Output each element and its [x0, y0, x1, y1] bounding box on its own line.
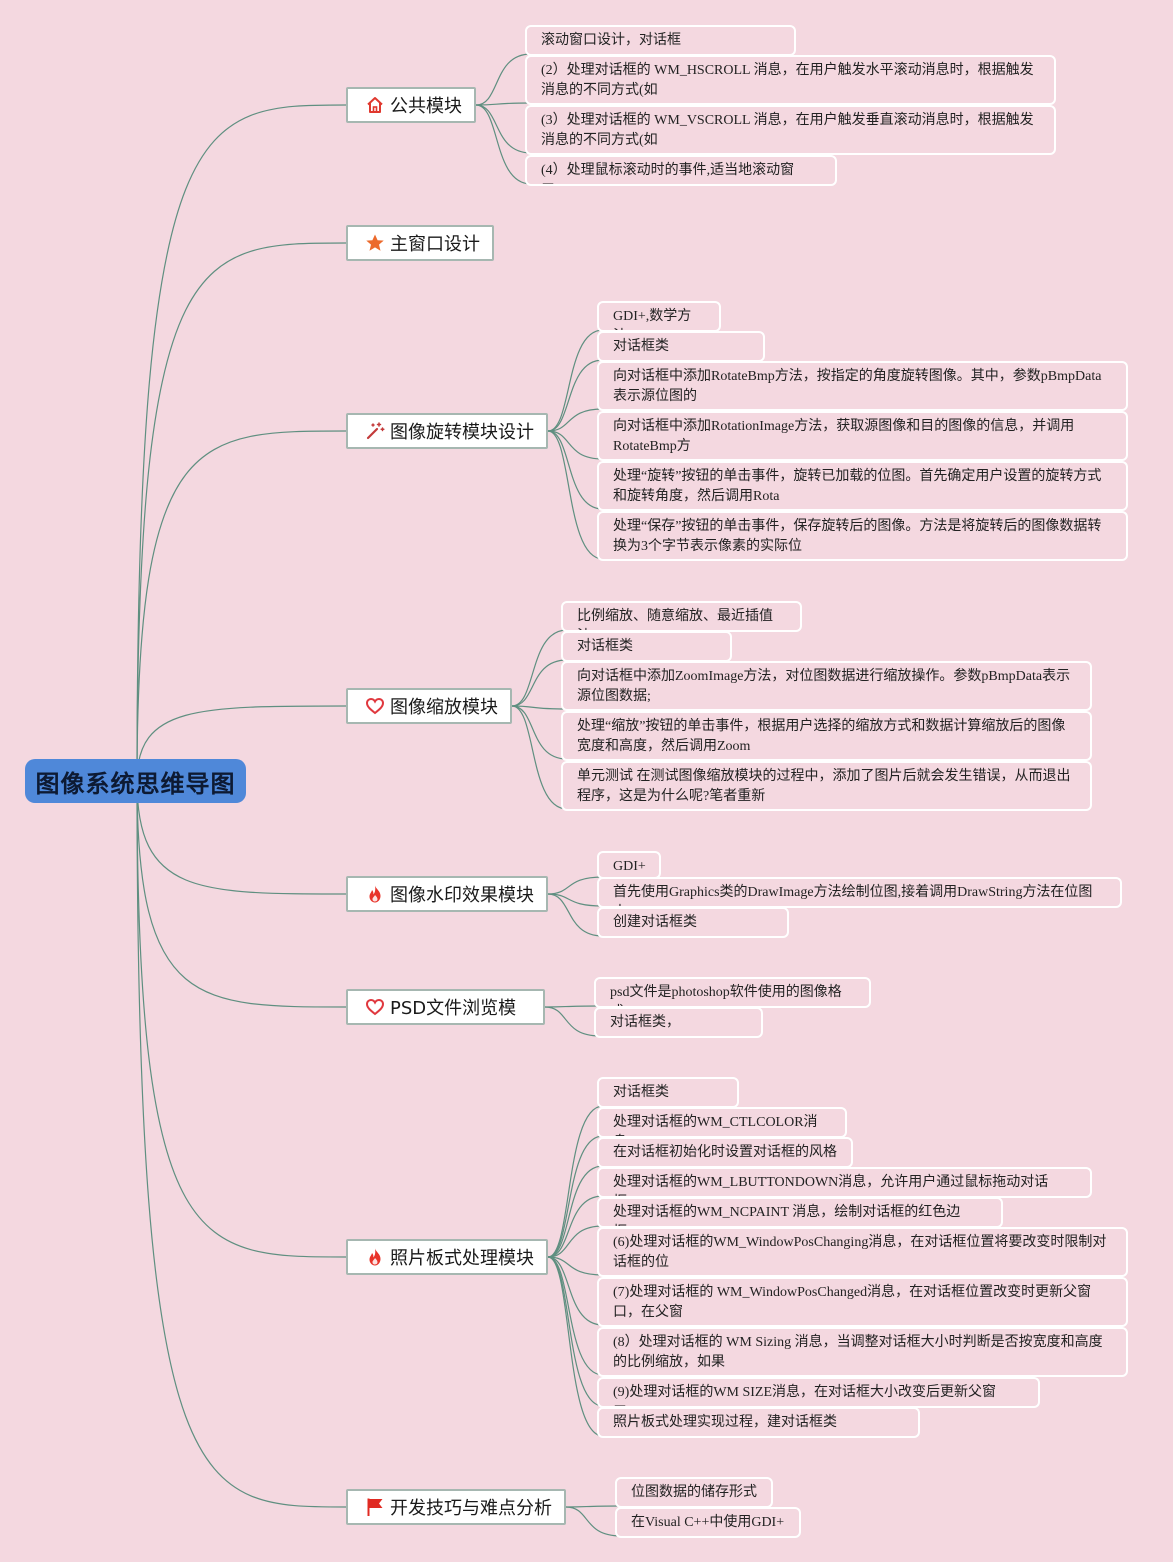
- root-branch-connector: [136, 705, 347, 782]
- flame-icon: [364, 1246, 386, 1268]
- leaf-topic[interactable]: (4）处理鼠标滚动时的事件,适当地滚动窗口。: [525, 155, 837, 186]
- root-branch-connector: [136, 104, 347, 782]
- heart-icon: [364, 996, 386, 1018]
- root-topic[interactable]: 图像系统思维导图: [25, 759, 246, 803]
- flag-icon: [364, 1496, 386, 1518]
- branch-label: PSD文件浏览模: [390, 998, 517, 1019]
- branch-leaf-connector: [475, 104, 532, 185]
- root-branch-connector: [136, 780, 347, 1258]
- leaf-topic[interactable]: (6)处理对话框的WM_WindowPosChanging消息，在对话框位置将要…: [597, 1227, 1128, 1277]
- branch-leaf-connector: [547, 876, 604, 895]
- branch-leaf-connector: [475, 53, 532, 106]
- branch-leaf-connector: [547, 1135, 604, 1258]
- leaf-topic[interactable]: 滚动窗口设计，对话框CImageContainer: [525, 25, 796, 56]
- branch-leaf-connector: [547, 1256, 604, 1276]
- branch-topic[interactable]: 公共模块: [346, 87, 476, 123]
- branch-leaf-connector: [547, 893, 604, 907]
- root-branch-connector: [136, 780, 347, 895]
- leaf-topic[interactable]: 向对话框中添加RotationImage方法，获取源图像和目的图像的信息，并调用…: [597, 411, 1128, 461]
- branch-leaf-connector: [475, 102, 532, 106]
- leaf-topic[interactable]: (3）处理对话框的 WM_VSCROLL 消息，在用户触发垂直滚动消息时，根据触…: [525, 105, 1056, 155]
- leaf-topic[interactable]: 在Visual C++中使用GDI+: [615, 1507, 801, 1538]
- leaf-topic[interactable]: 处理对话框的WM_LBUTTONDOWN消息，允许用户通过鼠标拖动对话框。: [597, 1167, 1092, 1198]
- leaf-topic[interactable]: 照片板式处理实现过程，建对话框类CPsdBrown: [597, 1407, 920, 1438]
- branch-leaf-connector: [544, 1005, 601, 1008]
- leaf-topic[interactable]: 在对话框初始化时设置对话框的风格: [597, 1137, 853, 1168]
- branch-leaf-connector: [547, 1105, 604, 1258]
- branch-label: 图像缩放模块: [390, 697, 498, 718]
- branch-leaf-connector: [511, 705, 568, 760]
- branch-topic[interactable]: 图像水印效果模块: [346, 876, 548, 912]
- branch-leaf-connector: [547, 329, 604, 432]
- branch-leaf-connector: [547, 430, 604, 560]
- leaf-topic[interactable]: (8）处理对话框的 WM Sizing 消息，当调整对话框大小时判断是否按宽度和…: [597, 1327, 1128, 1377]
- leaf-topic[interactable]: GDI+,数学方法: [597, 301, 721, 332]
- leaf-topic[interactable]: 处理“缩放”按钮的单击事件，根据用户选择的缩放方式和数据计算缩放后的图像宽度和高…: [561, 711, 1092, 761]
- leaf-topic[interactable]: 比例缩放、随意缩放、最近插值法: [561, 601, 802, 632]
- house-icon: [364, 94, 386, 116]
- branch-leaf-connector: [547, 1195, 604, 1258]
- branch-label: 图像旋转模块设计: [390, 422, 534, 443]
- leaf-topic[interactable]: 向对话框中添加ZoomImage方法，对位图数据进行缩放操作。参数pBmpDat…: [561, 661, 1092, 711]
- leaf-topic[interactable]: 处理对话框的WM_NCPAINT 消息，绘制对话框的红色边框。: [597, 1197, 1003, 1228]
- root-branch-connector: [136, 430, 347, 782]
- flame-icon: [364, 883, 386, 905]
- root-branch-connector: [136, 242, 347, 782]
- branch-label: 照片板式处理模块: [390, 1248, 534, 1269]
- branch-leaf-connector: [511, 629, 568, 707]
- leaf-topic[interactable]: 对话框类CRotateImage: [597, 331, 765, 362]
- branch-topic[interactable]: 照片板式处理模块: [346, 1239, 548, 1275]
- branch-leaf-connector: [511, 705, 568, 810]
- branch-leaf-connector: [547, 359, 604, 432]
- branch-leaf-connector: [547, 1165, 604, 1258]
- leaf-topic[interactable]: 首先使用Graphics类的DrawImage方法绘制位图,接着调用DrawSt…: [597, 877, 1122, 908]
- branch-label: 图像水印效果模块: [390, 885, 534, 906]
- leaf-topic[interactable]: 对话框类，CPsdBrown: [594, 1007, 763, 1038]
- branch-leaf-connector: [565, 1505, 622, 1508]
- branch-leaf-connector: [547, 430, 604, 460]
- leaf-topic[interactable]: 处理“保存”按钮的单击事件，保存旋转后的图像。方法是将旋转后的图像数据转换为3个…: [597, 511, 1128, 561]
- leaf-topic[interactable]: 处理“旋转”按钮的单击事件，旋转已加载的位图。首先确定用户设置的旋转方式和旋转角…: [597, 461, 1128, 511]
- star-icon: [364, 232, 386, 254]
- leaf-topic[interactable]: (2）处理对话框的 WM_HSCROLL 消息，在用户触发水平滚动消息时，根据触…: [525, 55, 1056, 105]
- branch-topic[interactable]: PSD文件浏览模: [346, 989, 545, 1025]
- branch-leaf-connector: [547, 430, 604, 510]
- branch-leaf-connector: [547, 1256, 604, 1437]
- branch-leaf-connector: [475, 104, 532, 154]
- leaf-topic[interactable]: psd文件是photoshop软件使用的图像格式: [594, 977, 871, 1008]
- branch-topic[interactable]: 开发技巧与难点分析: [346, 1489, 566, 1525]
- branch-topic[interactable]: 图像旋转模块设计: [346, 413, 548, 449]
- branch-leaf-connector: [511, 705, 568, 710]
- branch-topic[interactable]: 图像缩放模块: [346, 688, 512, 724]
- branch-leaf-connector: [544, 1006, 601, 1037]
- leaf-topic[interactable]: 对话框类CStretchImage: [561, 631, 732, 662]
- leaf-topic[interactable]: 位图数据的储存形式: [615, 1477, 773, 1508]
- root-branch-connector: [136, 780, 347, 1508]
- leaf-topic[interactable]: 对话框类CClipDlg: [597, 1077, 739, 1108]
- leaf-topic[interactable]: 创建对话框类CImageWater: [597, 907, 789, 938]
- branch-leaf-connector: [511, 659, 568, 707]
- root-branch-connector: [136, 780, 347, 1008]
- leaf-topic[interactable]: 单元测试 在测试图像缩放模块的过程中，添加了图片后就会发生错误，从而退出程序，这…: [561, 761, 1092, 811]
- branch-leaf-connector: [565, 1506, 622, 1537]
- branch-label: 主窗口设计: [390, 234, 480, 255]
- branch-leaf-connector: [547, 1256, 604, 1326]
- leaf-topic[interactable]: GDI+: [597, 851, 661, 879]
- branch-leaf-connector: [547, 408, 604, 432]
- branch-label: 开发技巧与难点分析: [390, 1498, 552, 1519]
- leaf-topic[interactable]: 处理对话框的WM_CTLCOLOR消息: [597, 1107, 847, 1138]
- leaf-topic[interactable]: (9)处理对话框的WM SIZE消息，在对话框大小改变后更新父窗口。: [597, 1377, 1040, 1408]
- branch-leaf-connector: [547, 893, 604, 937]
- heart-icon: [364, 695, 386, 717]
- leaf-topic[interactable]: (7)处理对话框的 WM_WindowPosChanged消息，在对话框位置改变…: [597, 1277, 1128, 1327]
- branch-topic[interactable]: 主窗口设计: [346, 225, 494, 261]
- magic-wand-icon: [364, 420, 386, 442]
- branch-leaf-connector: [547, 1225, 604, 1258]
- branch-label: 公共模块: [390, 96, 462, 117]
- leaf-topic[interactable]: 向对话框中添加RotateBmp方法，按指定的角度旋转图像。其中，参数pBmpD…: [597, 361, 1128, 411]
